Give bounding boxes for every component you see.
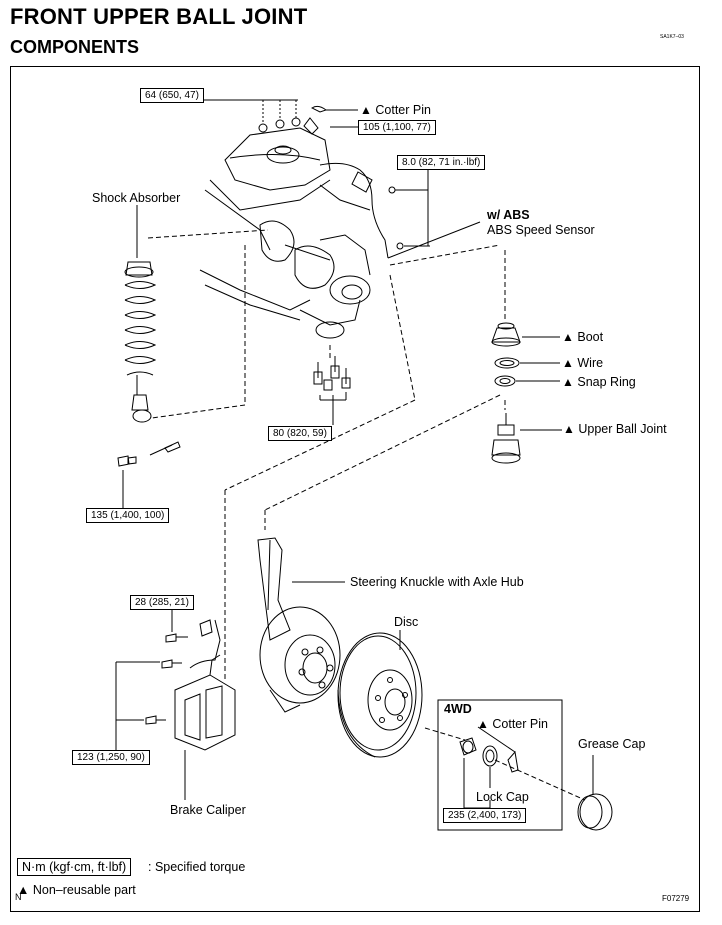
label-abs-speed-sensor: ABS Speed Sensor — [487, 223, 595, 237]
n-mark: N — [15, 892, 22, 902]
non-reusable-marker: ▲ — [563, 422, 575, 436]
non-reusable-marker: ▲ — [360, 103, 372, 117]
label-wire: ▲ Wire — [562, 356, 604, 370]
label-cotter-pin-4wd: ▲ Cotter Pin — [477, 717, 548, 731]
grease-cap — [577, 793, 613, 831]
label-cotter-pin-top: ▲ Cotter Pin — [360, 103, 431, 117]
torque-8: 8.0 (82, 71 in.·lbf) — [397, 155, 486, 170]
label-lock-cap: Lock Cap — [476, 790, 529, 804]
figure-number: F07279 — [662, 894, 690, 903]
diagram-frame — [10, 66, 700, 912]
legend-non-reusable: ▲ Non–reusable part — [17, 883, 136, 897]
non-reusable-marker: ▲ — [562, 375, 574, 389]
torque-80: 80 (820, 59) — [268, 426, 332, 441]
drive-shaft — [199, 220, 371, 339]
steering-knuckle — [257, 537, 341, 713]
torque-105: 105 (1,100, 77) — [358, 120, 436, 135]
shock-absorber — [124, 218, 157, 423]
label-boot: ▲ Boot — [562, 330, 604, 344]
label-4wd: 4WD — [444, 702, 472, 716]
non-reusable-marker: ▲ — [477, 717, 489, 731]
label-snap-ring: ▲ Snap Ring — [562, 375, 636, 389]
knuckle-bolts — [313, 356, 351, 391]
brake-caliper — [174, 619, 236, 751]
torque-64: 64 (650, 47) — [140, 88, 204, 103]
ball-joint-parts — [491, 322, 521, 464]
non-reusable-marker: ▲ — [562, 356, 574, 370]
page-title: FRONT UPPER BALL JOINT — [10, 4, 308, 29]
label-upper-ball-joint: ▲ Upper Ball Joint — [563, 422, 667, 436]
label-w-abs: w/ ABS — [487, 208, 530, 222]
lock-nut — [459, 737, 519, 773]
torque-28: 28 (285, 21) — [130, 595, 194, 610]
torque-135: 135 (1,400, 100) — [86, 508, 170, 523]
label-disc: Disc — [394, 615, 419, 629]
label-grease-cap: Grease Cap — [578, 737, 646, 751]
document-id: SA1K7–03 — [660, 34, 684, 40]
torque-235: 235 (2,400, 173) — [443, 808, 527, 823]
label-steering-knuckle: Steering Knuckle with Axle Hub — [350, 575, 524, 589]
legend-torque-unit: N·m (kgf·cm, ft·lbf) — [17, 858, 132, 876]
legend-specified-torque: : Specified torque — [148, 860, 246, 874]
upper-arm-assembly — [204, 117, 371, 251]
non-reusable-marker: ▲ — [17, 883, 30, 897]
label-brake-caliper: Brake Caliper — [170, 803, 246, 817]
torque-123: 123 (1,250, 90) — [72, 750, 150, 765]
label-shock-absorber: Shock Absorber — [92, 191, 181, 205]
section-title: COMPONENTS — [10, 37, 140, 57]
non-reusable-marker: ▲ — [562, 330, 574, 344]
brake-disc — [337, 632, 423, 758]
